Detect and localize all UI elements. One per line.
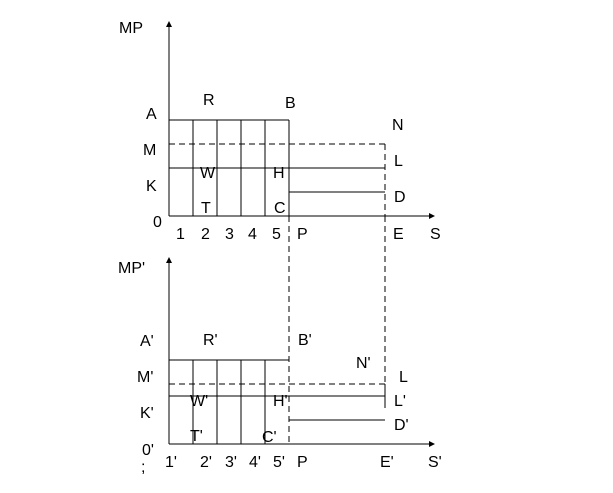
top-label-t: T xyxy=(201,200,211,217)
bottom-label-r: R' xyxy=(203,332,218,349)
bottom-label-k: K' xyxy=(140,405,154,422)
top-label-w: W xyxy=(200,165,216,182)
bottom-x-tick-5: 5' xyxy=(273,454,285,471)
bottom-label-b: B' xyxy=(298,332,312,349)
bottom-panel xyxy=(166,257,435,447)
bottom-label-t: T' xyxy=(190,428,203,445)
bottom-axis-y-label: MP' xyxy=(118,260,145,277)
bottom-label-extra: ; xyxy=(141,459,145,476)
top-axis-x-label: S xyxy=(430,226,441,243)
top-label-c: C xyxy=(274,200,286,217)
bottom-x-tick-3: 3' xyxy=(225,454,237,471)
bottom-label-a: A' xyxy=(140,333,154,350)
bottom-axis-x-label: S' xyxy=(428,454,442,471)
top-panel xyxy=(166,21,435,219)
bottom-x-tick-4: 4' xyxy=(249,454,261,471)
top-x-tick-1: 1 xyxy=(176,226,185,243)
top-x-label-e: E xyxy=(393,226,404,243)
bottom-label-m: M' xyxy=(137,369,153,386)
top-label-l: L xyxy=(394,153,403,170)
top-label-k: K xyxy=(146,178,157,195)
top-label-origin: 0 xyxy=(153,214,162,231)
bottom-label-w: W' xyxy=(190,393,208,410)
top-x-tick-2: 2 xyxy=(201,226,210,243)
bottom-label-h: H' xyxy=(273,393,288,410)
top-x-label-p: P xyxy=(297,226,308,243)
bottom-x-label-p: P xyxy=(297,454,308,471)
bottom-label-c: C' xyxy=(262,429,277,446)
top-label-d: D xyxy=(394,189,406,206)
top-label-n: N xyxy=(392,117,404,134)
top-label-a: A xyxy=(146,106,157,123)
top-x-tick-3: 3 xyxy=(225,226,234,243)
top-x-tick-4: 4 xyxy=(248,226,257,243)
top-x-tick-5: 5 xyxy=(272,226,281,243)
bottom-label-origin: 0' xyxy=(142,442,154,459)
bottom-label-l: L xyxy=(399,369,408,386)
bottom-x-label-e: E' xyxy=(380,454,394,471)
top-label-b: B xyxy=(285,95,296,112)
top-label-h: H xyxy=(273,165,285,182)
bottom-label-l2: L' xyxy=(394,393,406,410)
bottom-x-tick-2: 2' xyxy=(200,454,212,471)
bottom-x-tick-1: 1' xyxy=(165,454,177,471)
top-label-r: R xyxy=(203,92,215,109)
top-label-m: M xyxy=(143,142,156,159)
top-axis-y-label: MP xyxy=(119,20,143,37)
bottom-label-n: N' xyxy=(356,355,371,372)
bottom-label-d: D' xyxy=(394,417,409,434)
